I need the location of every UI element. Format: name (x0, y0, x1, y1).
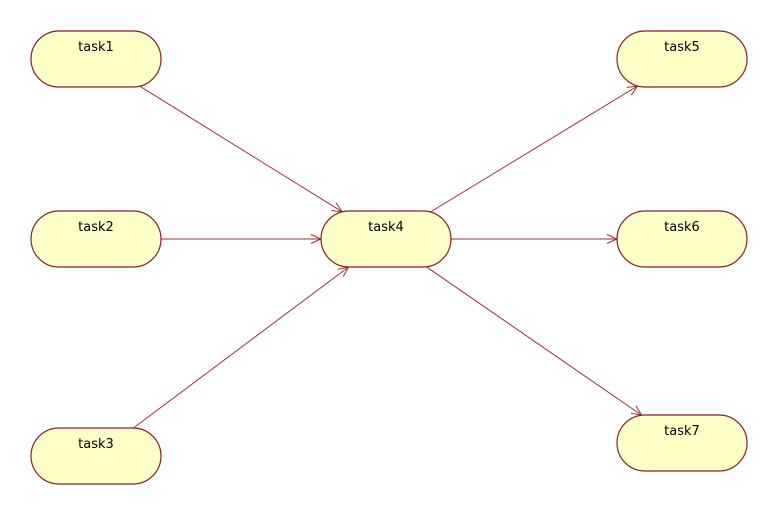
node-shape (616, 414, 748, 472)
edge-line (139, 85, 343, 213)
edge-task3-to-task4[interactable] (133, 266, 350, 429)
node-label: task2 (78, 220, 114, 235)
node-shape (616, 210, 748, 268)
edge-line (426, 266, 642, 416)
node-shape (616, 30, 748, 88)
edge-task4-to-task5[interactable] (430, 85, 639, 213)
node-task6[interactable]: task6 (616, 210, 748, 268)
node-task2[interactable]: task2 (30, 210, 162, 268)
node-shape (320, 210, 452, 268)
node-label: task7 (664, 424, 700, 439)
node-task1[interactable]: task1 (30, 30, 162, 88)
node-label: task6 (664, 220, 700, 235)
edge-line (133, 266, 349, 429)
nodes-layer: task1 task2 task3 task4 task5 task6 task7 (30, 30, 748, 485)
edges-layer (133, 85, 643, 429)
edge-task2-to-task4[interactable] (161, 234, 323, 244)
node-label: task1 (78, 40, 114, 55)
edge-task1-to-task4[interactable] (139, 85, 344, 213)
node-label: task4 (368, 220, 404, 235)
node-label: task3 (78, 437, 114, 452)
node-label: task5 (664, 40, 700, 55)
node-shape (30, 427, 162, 485)
node-task3[interactable]: task3 (30, 427, 162, 485)
node-shape (30, 30, 162, 88)
node-task7[interactable]: task7 (616, 414, 748, 472)
edge-task4-to-task6[interactable] (451, 234, 619, 244)
edge-line (430, 85, 638, 213)
node-shape (30, 210, 162, 268)
edge-task4-to-task7[interactable] (426, 266, 643, 416)
node-task4[interactable]: task4 (320, 210, 452, 268)
node-task5[interactable]: task5 (616, 30, 748, 88)
